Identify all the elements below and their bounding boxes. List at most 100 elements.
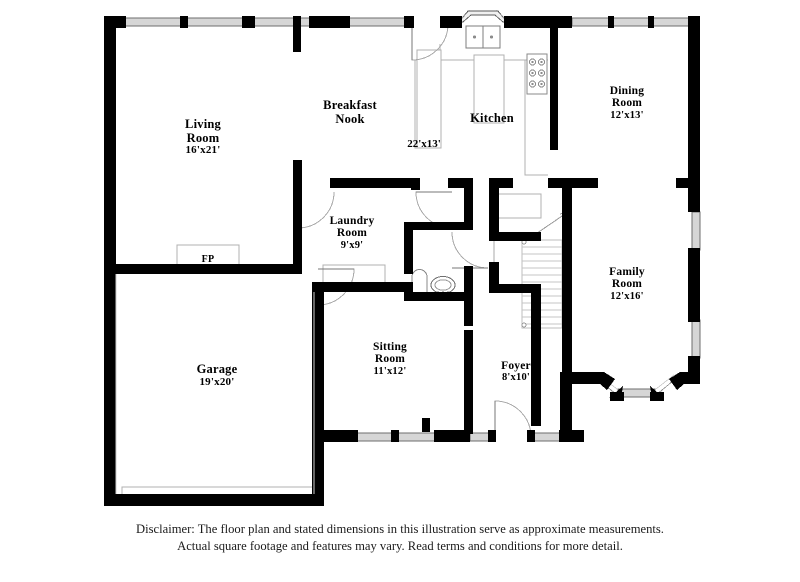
wall xyxy=(489,178,499,238)
wall xyxy=(404,222,468,230)
window xyxy=(532,432,562,442)
wall xyxy=(312,282,364,292)
disclaimer-line-1: Disclaimer: The floor plan and stated di… xyxy=(136,522,664,536)
room-dimensions: 16'x21' xyxy=(185,144,221,156)
window xyxy=(354,432,394,442)
wall xyxy=(411,178,420,190)
wall xyxy=(391,430,399,442)
window xyxy=(123,17,183,27)
kitchen-double-sink xyxy=(465,25,501,49)
room-name: Laundry xyxy=(329,215,375,227)
wall xyxy=(489,232,541,241)
wall xyxy=(559,430,584,442)
wall xyxy=(648,16,654,28)
window xyxy=(571,17,611,27)
wall xyxy=(608,16,614,28)
wall xyxy=(548,178,572,188)
room-label-family-room: Family Room 12'x16' xyxy=(609,266,645,302)
pantry-closet xyxy=(416,49,442,149)
wall xyxy=(688,16,700,212)
room-name-line2: Room xyxy=(374,353,406,366)
room-label-foyer: Foyer 8'x10' xyxy=(501,360,531,384)
wall xyxy=(531,284,541,426)
room-dimensions: 9'x9' xyxy=(340,239,364,251)
room-name-line2: Room xyxy=(186,130,220,145)
coat-closet xyxy=(493,193,542,219)
wall xyxy=(550,22,558,150)
wall xyxy=(584,372,615,390)
room-dimensions: 8'x10' xyxy=(501,372,531,384)
room-dimensions: 12'x16' xyxy=(610,290,644,302)
room-label-sitting-room: Sitting Room 11'x12' xyxy=(373,341,407,377)
wall xyxy=(422,418,430,432)
kitchen-nook-dimensions: 22'x13' xyxy=(407,138,441,150)
window xyxy=(691,211,701,251)
wall xyxy=(404,16,414,28)
wall xyxy=(104,494,324,506)
room-name: Dining xyxy=(609,85,645,97)
staircase-up xyxy=(521,211,569,329)
room-name: Garage xyxy=(196,362,238,376)
room-name-line2: Room xyxy=(611,97,643,110)
window xyxy=(252,17,312,27)
room-name: Family xyxy=(609,266,645,278)
wall xyxy=(440,16,462,28)
wall xyxy=(562,178,572,428)
room-label-living-room: Living Room 16'x21' xyxy=(185,117,221,157)
room-label-breakfast-nook: Breakfast Nook xyxy=(323,98,377,126)
wall xyxy=(404,226,413,274)
wall xyxy=(527,430,535,442)
wall xyxy=(324,430,358,442)
room-label-laundry-room: Laundry Room 9'x9' xyxy=(330,215,375,251)
door-swings xyxy=(297,23,532,438)
room-label-garage: Garage 19'x20' xyxy=(196,362,238,388)
wall xyxy=(489,284,535,293)
room-name: Sitting xyxy=(373,341,407,353)
wall xyxy=(504,16,572,28)
window xyxy=(691,319,701,359)
wall xyxy=(293,160,302,274)
room-name-line2: Room xyxy=(336,227,368,240)
wall xyxy=(330,178,414,188)
kitchen-bay-window xyxy=(458,9,508,23)
wall xyxy=(488,430,496,442)
walls-layer xyxy=(104,16,700,506)
powder-room-fixtures xyxy=(411,269,456,295)
detail-lines xyxy=(115,274,315,494)
wall xyxy=(610,392,624,401)
room-name: Foyer xyxy=(501,360,531,372)
kitchen-island xyxy=(473,54,505,124)
wall xyxy=(688,248,700,322)
room-name: Breakfast xyxy=(323,98,377,112)
room-dimensions: 12'x13' xyxy=(610,109,644,121)
wall xyxy=(676,178,690,188)
wall xyxy=(355,282,413,292)
window xyxy=(347,17,407,27)
wall xyxy=(312,282,324,506)
wall xyxy=(293,16,301,52)
disclaimer-line-2: Actual square footage and features may v… xyxy=(177,539,623,554)
wall xyxy=(104,16,116,506)
wall xyxy=(180,16,188,28)
wall xyxy=(309,16,350,28)
disclaimer-text: Disclaimer: The floor plan and stated di… xyxy=(0,521,800,556)
room-name-line2: Room xyxy=(611,278,643,291)
room-dimensions: 11'x12' xyxy=(373,365,407,377)
window xyxy=(651,17,691,27)
wall xyxy=(293,178,302,188)
wall xyxy=(489,178,513,188)
room-name-line2: Nook xyxy=(335,111,365,126)
wall xyxy=(404,292,472,301)
window xyxy=(469,432,491,442)
wall xyxy=(489,262,499,292)
room-label-kitchen: Kitchen xyxy=(470,111,514,126)
wall xyxy=(464,330,473,434)
room-dimensions: 19'x20' xyxy=(199,375,235,388)
window xyxy=(611,17,651,27)
room-name: Kitchen xyxy=(470,111,514,125)
window xyxy=(397,432,437,442)
room-label-dining-room: Dining Room 12'x13' xyxy=(610,85,644,121)
room-name: Living xyxy=(185,117,221,131)
